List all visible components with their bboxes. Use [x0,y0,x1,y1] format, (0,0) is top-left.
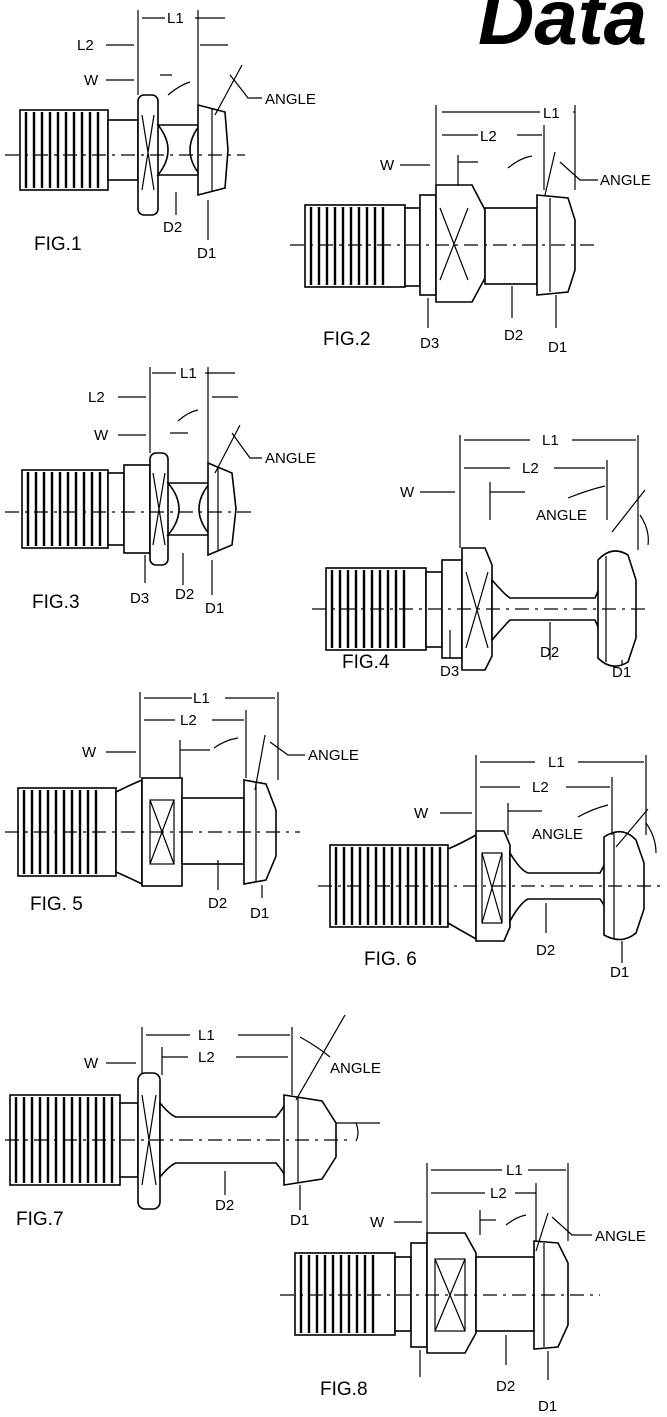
angle-label: ANGLE [308,747,359,764]
w-label: W [370,1214,385,1231]
dimension-lines [118,367,262,595]
angle-label: ANGLE [595,1228,646,1245]
d2-label: D2 [540,644,559,661]
pull-stud-drawing [5,94,245,216]
d2-label: D2 [504,327,523,344]
page-title: Data [478,0,648,61]
pull-stud-drawing [5,777,300,887]
l2-label: L2 [490,1185,507,1202]
angle-label: ANGLE [600,172,651,189]
angle-label: ANGLE [265,91,316,108]
pull-stud-drawing [280,1232,600,1354]
figure-1: L1 L2 W ANGLE D2 D1 FIG.1 [0,0,340,285]
thread-hatching [299,1255,375,1333]
d1-label: D1 [610,964,629,981]
figure-8: L1 L2 W ANGLE D2 D1 FIG.8 [270,1155,667,1417]
d3-label: D3 [440,663,459,680]
d1-label: D1 [548,339,567,356]
figure-1-caption: FIG.1 [34,234,82,255]
figure-3-caption: FIG.3 [32,592,80,613]
figure-4-caption: FIG.4 [342,652,390,673]
dimension-lines [106,1014,380,1210]
figure-3: L1 L2 W ANGLE D3 D2 D1 FIG.3 [0,355,345,655]
d2-label: D2 [536,942,555,959]
figure-7-caption: FIG.7 [16,1209,64,1230]
figure-6-caption: FIG. 6 [364,949,417,970]
d1-label: D1 [197,245,216,262]
figure-4: L1 L2 W ANGLE D3 D2 D1 FIG.4 [300,420,667,695]
d1-label: D1 [290,1212,309,1229]
d3-label: D3 [420,335,439,352]
d1-label: D1 [205,600,224,617]
l2-label: L2 [77,37,94,54]
d1-label: D1 [612,664,631,681]
l2-label: L2 [198,1049,215,1066]
figure-5: L1 L2 W ANGLE D2 D1 FIG. 5 [0,680,370,960]
figure-5-caption: FIG. 5 [30,894,83,915]
d3-label: D3 [130,590,149,607]
pull-stud-drawing [318,830,660,942]
dimension-lines [106,10,262,240]
w-label: W [94,427,109,444]
d2-label: D2 [175,586,194,603]
dimension-lines [394,1163,592,1380]
thread-hatching [24,112,100,188]
d2-label: D2 [208,895,227,912]
l1-label: L1 [167,10,184,27]
l2-label: L2 [180,712,197,729]
d2-label: D2 [215,1197,234,1214]
angle-label: ANGLE [330,1060,381,1077]
d2-label: D2 [163,219,182,236]
w-label: W [82,744,97,761]
w-label: W [414,805,429,822]
dimension-lines [440,755,657,963]
l2-label: L2 [522,460,539,477]
dimension-lines [106,692,305,898]
l1-label: L1 [193,690,210,707]
d2-label: D2 [496,1378,515,1395]
d1-label: D1 [538,1398,557,1415]
thread-hatching [309,207,385,285]
pull-stud-drawing [5,452,255,566]
angle-label: ANGLE [532,826,583,843]
w-label: W [380,157,395,174]
pull-stud-drawing [290,184,600,303]
dimension-lines [400,105,598,328]
thread-hatching [330,570,406,648]
d1-label: D1 [250,905,269,922]
thread-hatching [26,472,102,546]
figure-8-caption: FIG.8 [320,1379,368,1400]
l1-label: L1 [543,105,560,122]
l1-label: L1 [542,432,559,449]
w-label: W [400,484,415,501]
w-label: W [84,72,99,89]
pull-stud-drawing [312,547,650,671]
angle-label: ANGLE [265,450,316,467]
figure-6: L1 L2 W ANGLE D2 D1 FIG. 6 [310,745,667,1010]
figure-2-caption: FIG.2 [323,329,371,350]
angle-label: ANGLE [536,507,587,524]
l1-label: L1 [180,365,197,382]
figure-7: L1 L2 W ANGLE D2 D1 FIG.7 [0,1014,400,1275]
dimension-lines [420,435,649,665]
l2-label: L2 [88,389,105,406]
l2-label: L2 [480,128,497,145]
l1-label: L1 [548,754,565,771]
l1-label: L1 [506,1162,523,1179]
figure-2: L1 L2 W ANGLE D3 D2 D1 FIG.2 [280,90,667,365]
l2-label: L2 [532,779,549,796]
w-label: W [84,1055,99,1072]
pull-stud-drawing [5,1072,350,1210]
l1-label: L1 [198,1027,215,1044]
